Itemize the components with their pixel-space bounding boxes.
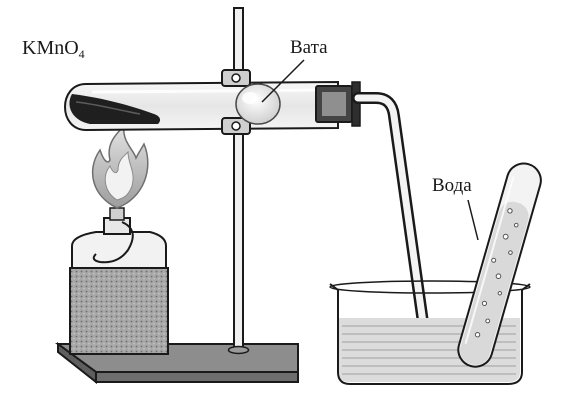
clamp-icon (221, 69, 251, 135)
kmno4-label: KMnO4 (22, 38, 85, 60)
collecting-tube-icon (457, 162, 542, 368)
kmno4-label-subscript: 4 (78, 47, 85, 61)
cotton-wool-icon (235, 59, 305, 125)
kmno4-label-main: KMnO (22, 37, 79, 59)
cotton-label: Вата (290, 37, 328, 58)
rubber-stopper-icon (315, 81, 361, 127)
water-label: Вода (432, 175, 472, 196)
flame-icon (91, 123, 149, 209)
water-pointer-line (467, 199, 479, 241)
test-tube-icon (64, 80, 339, 132)
spirit-lamp-icon (69, 207, 169, 355)
